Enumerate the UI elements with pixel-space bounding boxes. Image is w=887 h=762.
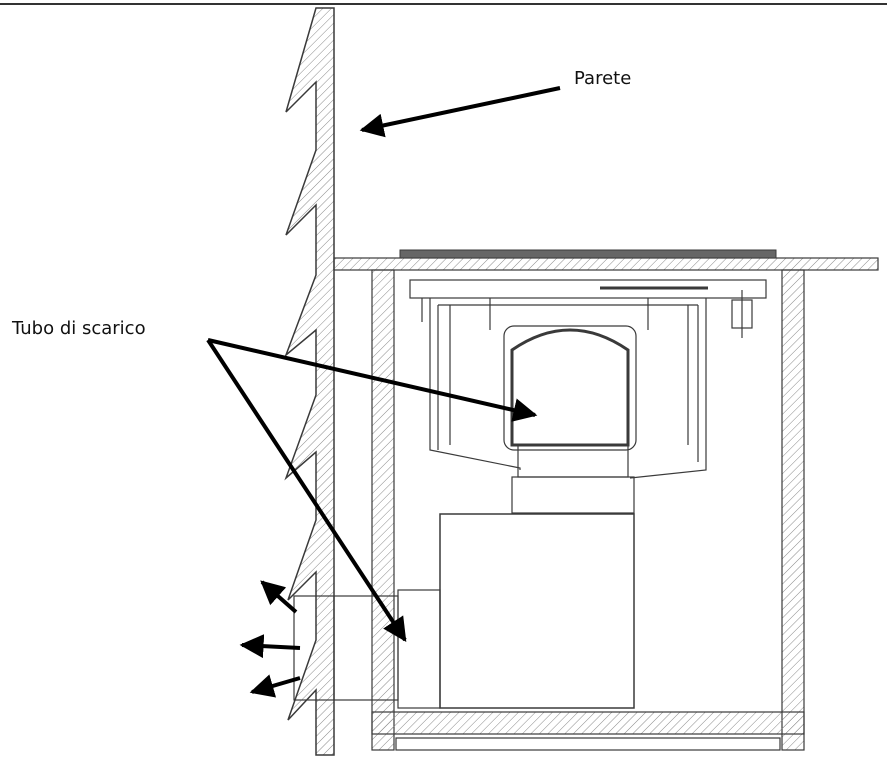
hob-body: [409, 279, 767, 479]
worktop: [333, 257, 879, 271]
cabinet-right-panel: [781, 269, 805, 751]
exhaust-pipe-label: Tubo di scarico: [11, 318, 146, 339]
wall: [284, 7, 335, 756]
fan-box: [439, 513, 635, 709]
cabinet-plinth: [395, 737, 781, 751]
airflow-arrows: [239, 580, 301, 698]
cabinet-left-panel: [371, 269, 395, 751]
wall-label: Parete: [574, 68, 631, 89]
fan-box-connector: [397, 589, 441, 709]
extraction-motor: [503, 325, 637, 514]
cabinet-bottom: [371, 711, 805, 735]
hob: [399, 249, 777, 259]
leader-arrows: [206, 86, 561, 643]
